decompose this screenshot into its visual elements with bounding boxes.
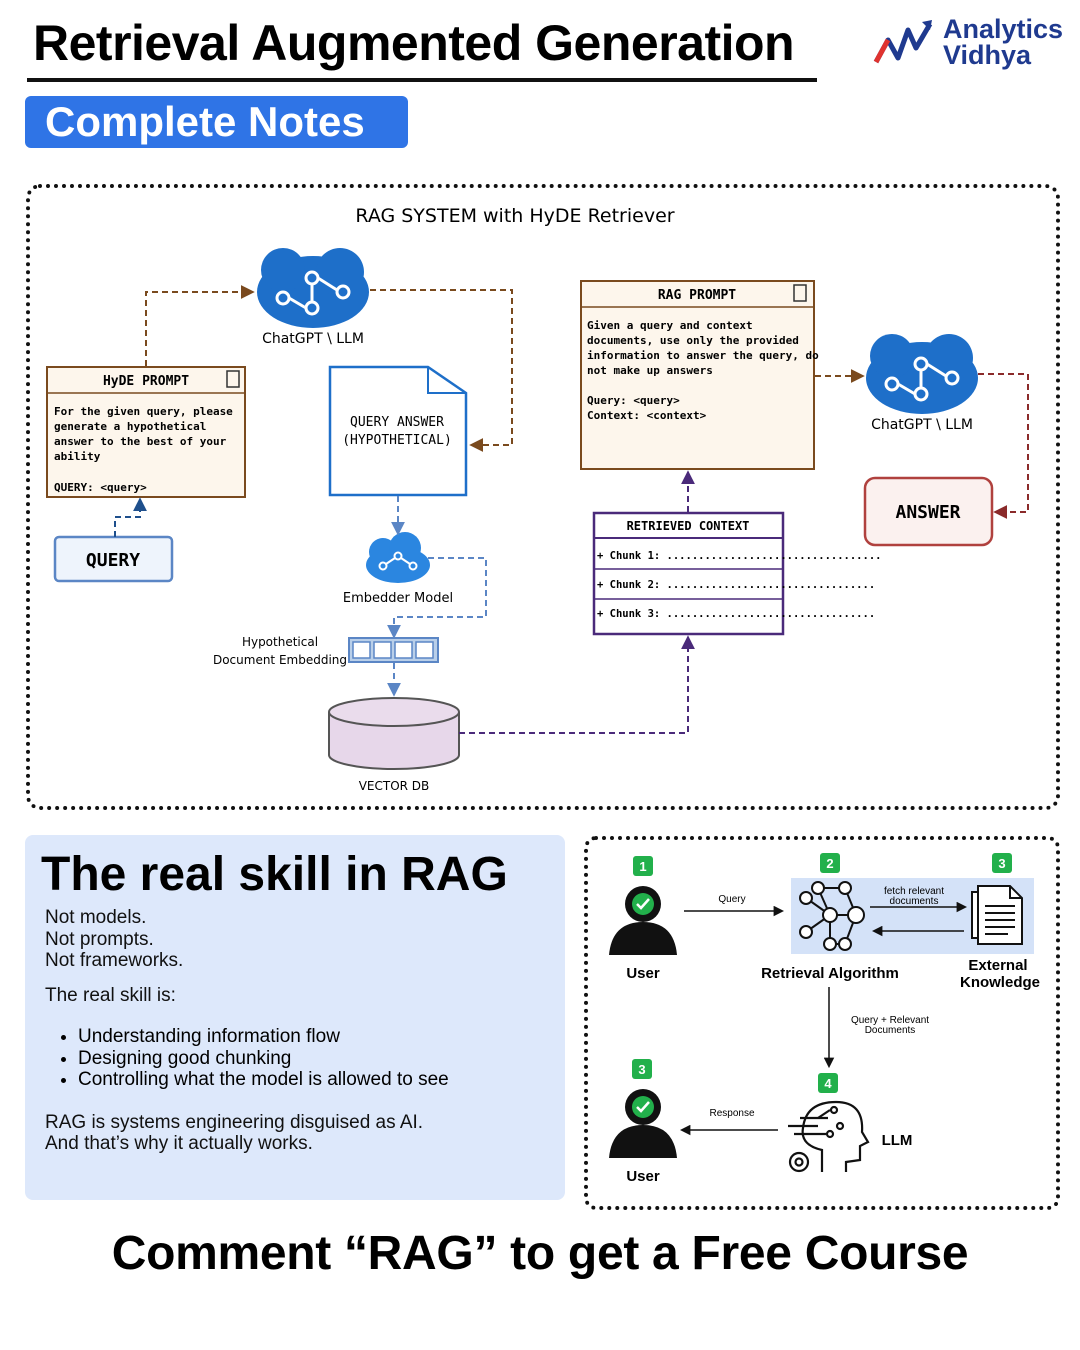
fetch-label-1: fetch relevant [884,886,944,897]
query-arrow-label: Query [718,894,745,905]
hyde-prompt-line-2: generate a hypothetical [54,420,206,433]
arrow-embedder-to-vector [387,557,487,639]
skill-bullet-1: Understanding information flow [78,1026,545,1048]
rag-prompt-line-1: Given a query and context [587,319,753,332]
answer-label: ANSWER [895,502,960,523]
hyde-prompt-box [46,366,246,498]
closing-line-1: RAG is systems engineering disguised as … [45,1111,424,1133]
fetch-label-2: documents [890,896,939,907]
llm-flow-label: LLM [882,1132,913,1149]
external-label-1: External [968,957,1027,974]
hyde-prompt-line-1: For the given query, please [54,405,233,418]
component-icon [793,284,807,302]
hyde-diagram-title: RAG SYSTEM with HyDE Retriever [355,205,674,227]
skill-bullet-3: Controlling what the model is allowed to… [78,1069,545,1091]
llm-label-1: ChatGPT \ LLM [262,331,364,347]
arrow-db-to-context [459,635,695,734]
step-4-number: 4 [824,1076,832,1091]
not-line-3: Not frameworks. [45,950,184,971]
chunk-2: + Chunk 2: .............................… [597,579,875,591]
rag-flow-diagram: 1 2 3 3 4 User Retrieval Algorithm Exter… [609,853,1040,1185]
step-badge-3a [992,853,1012,873]
query-answer-line-2: (HYPOTHETICAL) [342,433,452,448]
skill-heading: The real skill in RAG [41,848,508,901]
query-answer-line-1: QUERY ANSWER [350,415,444,430]
vector-db-label: VECTOR DB [359,779,430,793]
rag-prompt-line-4: not make up answers [587,364,713,377]
response-arrow-label: Response [709,1108,754,1119]
step-1-number: 1 [639,859,646,874]
closing-line-2: And that’s why it actually works. [45,1133,313,1154]
embedding-label-1: Hypothetical [242,635,318,649]
embedder-label: Embedder Model [343,591,453,606]
hyde-prompt-title: HyDE PROMPT [103,374,189,389]
hyde-prompt-query: QUERY: <query> [54,481,147,494]
user-label-bottom: User [626,1168,660,1185]
not-line-2: Not prompts. [45,928,154,950]
rag-prompt-title: RAG PROMPT [658,288,736,303]
brain-llm-icon-2 [866,334,978,414]
relevant-label-2: Documents [865,1025,916,1036]
step-2-number: 2 [826,856,833,871]
rag-prompt-query: Query: <query> [587,394,680,407]
skill-bullet-list: Understanding information flow Designing… [78,1026,545,1091]
analytics-vidhya-logo-icon [873,20,933,64]
logo-line-1: Analytics [943,14,1064,44]
query-label: QUERY [86,550,140,571]
rag-prompt-context: Context: <context> [587,409,707,422]
user-label-top: User [626,965,660,982]
step-badge-1 [633,856,653,876]
hyde-diagram-frame [26,184,1060,810]
complete-notes-badge: Complete Notes [25,96,408,148]
hyde-prompt-line-3: answer to the best of your [54,435,227,448]
title-underline [27,78,817,82]
step-badge-4 [818,1073,838,1093]
step-badge-3b [632,1059,652,1079]
ai-head-icon [788,1100,870,1173]
documents-icon [971,885,1023,945]
page-title: Retrieval Augmented Generation [33,15,795,71]
logo-line-2: Vidhya [943,40,1032,70]
not-line-1: Not models. [45,907,147,928]
external-label-2: Knowledge [960,974,1040,991]
vector-db-icon [328,697,460,770]
arrow-hyde-to-llm [145,285,255,366]
document-icon [328,365,468,497]
step-3a-number: 3 [998,856,1005,871]
hyde-rag-diagram: RAG SYSTEM with HyDE Retriever ChatGPT \… [46,205,1029,793]
arrow-query-to-prompt [114,497,147,537]
real-skill-card: The real skill in RAG Not models. Not pr… [25,835,565,1200]
footer-cta: Comment “RAG” to get a Free Course [111,1227,969,1280]
relevant-label-1: Query + Relevant [851,1015,929,1026]
rag-flow-frame [584,836,1060,1210]
hyde-prompt-line-4: ability [54,450,101,463]
arrow-llm-to-answer [978,373,1029,519]
llm-label-2: ChatGPT \ LLM [871,417,973,433]
neural-network-icon [799,881,865,951]
rag-prompt-box [580,280,815,470]
skill-intro: The real skill is: [45,984,176,1006]
rag-prompt-line-2: documents, use only the provided [587,334,799,347]
component-icon [226,370,240,388]
user-icon-bottom [609,1089,677,1158]
rag-prompt-line-3: information to answer the query, do [587,349,819,362]
embedding-vector [348,637,439,663]
brain-llm-icon [257,248,369,328]
chunk-1: + Chunk 1: .............................… [597,550,881,562]
embedder-cloud-icon [366,532,430,583]
analytics-vidhya-logo-text: Analytics Vidhya [943,14,1064,70]
embedding-label-2: Document Embedding [213,653,347,667]
skill-bullet-2: Designing good chunking [78,1048,545,1070]
step-3b-number: 3 [638,1062,645,1077]
retrieved-context-title: RETRIEVED CONTEXT [627,519,750,533]
user-icon-top [609,886,677,955]
arrow-llm-to-answer-doc [370,289,513,452]
chunk-3: + Chunk 3: .............................… [597,608,875,620]
query-box [53,535,174,583]
answer-box [863,476,994,547]
retrieved-context-box [592,511,785,636]
step-badge-2 [820,853,840,873]
retrieval-label: Retrieval Algorithm [761,965,899,982]
